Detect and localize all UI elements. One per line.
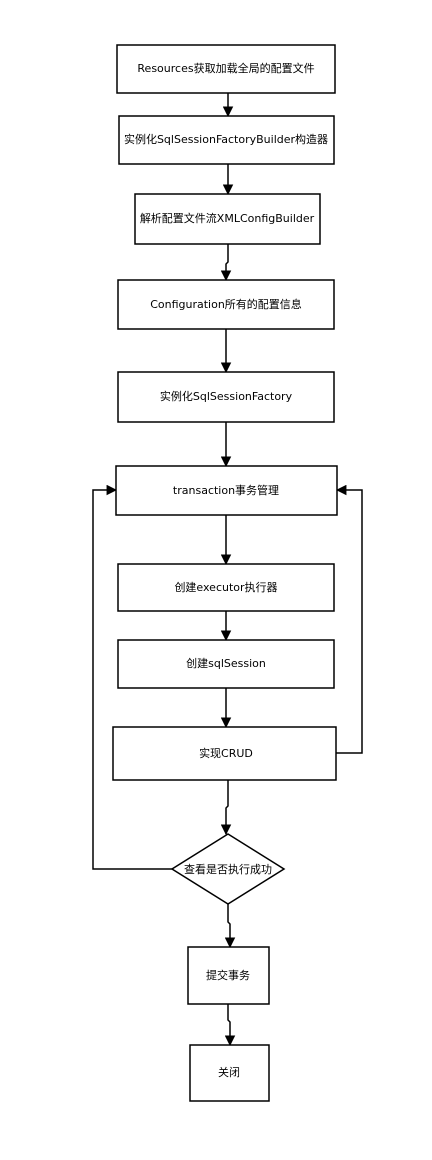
node-crud: 实现CRUD <box>112 726 337 781</box>
node-transaction: transaction事务管理 <box>115 465 338 516</box>
edge-check-commit <box>224 904 236 949</box>
node-factory-label: 实例化SqlSessionFactory <box>160 389 293 403</box>
node-transaction-label: transaction事务管理 <box>173 483 279 497</box>
node-crud-label: 实现CRUD <box>199 746 253 760</box>
edge-crud-check <box>220 780 232 836</box>
node-builder: 实例化SqlSessionFactoryBuilder构造器 <box>118 115 335 165</box>
node-parse: 解析配置文件流XMLConfigBuilder <box>134 193 321 245</box>
edge-commit-close <box>224 1004 236 1047</box>
node-resources: Resources获取加载全局的配置文件 <box>116 44 336 94</box>
node-parse-label: 解析配置文件流XMLConfigBuilder <box>140 211 315 225</box>
node-session: 创建sqlSession <box>117 639 335 689</box>
node-factory: 实例化SqlSessionFactory <box>117 371 335 423</box>
node-configuration-label: Configuration所有的配置信息 <box>150 297 302 311</box>
node-commit: 提交事务 <box>187 946 270 1005</box>
node-close-label: 关闭 <box>218 1065 240 1079</box>
edges <box>92 93 363 1047</box>
node-executor: 创建executor执行器 <box>117 563 335 612</box>
node-executor-label: 创建executor执行器 <box>174 580 277 594</box>
node-resources-label: Resources获取加载全局的配置文件 <box>137 61 314 75</box>
edge-crud-transaction-loop <box>335 484 363 754</box>
edge-check-transaction-loop <box>92 484 172 870</box>
node-check-label: 查看是否执行成功 <box>184 862 272 876</box>
edge-parse-configuration <box>220 244 232 282</box>
node-session-label: 创建sqlSession <box>186 656 266 670</box>
node-builder-label: 实例化SqlSessionFactoryBuilder构造器 <box>124 132 328 146</box>
node-configuration: Configuration所有的配置信息 <box>117 279 335 330</box>
node-check: 查看是否执行成功 <box>170 833 286 905</box>
node-commit-label: 提交事务 <box>206 968 250 982</box>
node-close: 关闭 <box>189 1044 270 1102</box>
